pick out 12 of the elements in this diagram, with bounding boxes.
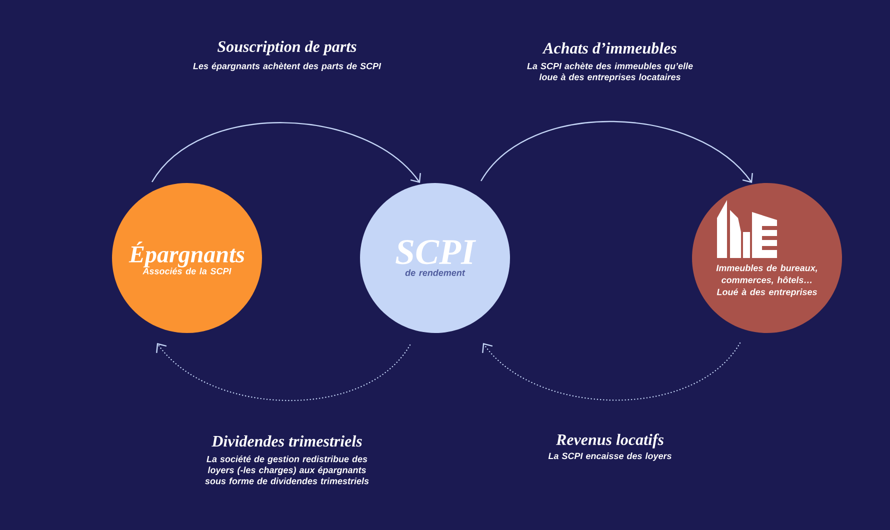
arrow: [482, 342, 741, 401]
edge-label: Souscription de parts: [218, 40, 356, 56]
arrow: [480, 120, 753, 183]
edge-label: Dividendes trimestriels: [212, 435, 362, 447]
description: La SCPI encaisse des loyers: [548, 452, 672, 461]
edge-label: Achats d’immeubles: [542, 42, 676, 54]
description: Les épargnants achètent des parts de SCPI: [193, 62, 382, 71]
edge-label: Revenus locatifs: [556, 434, 664, 448]
arrow: [152, 122, 421, 183]
arrow: [156, 343, 411, 402]
description: La société de gestion redistribue des loyers (-les charges) aux épargnants sous forme de dividendes trimestriels: [205, 456, 369, 484]
description: La SCPI achète des immeubles qu’elle loue à des entreprises locataires: [527, 62, 693, 82]
